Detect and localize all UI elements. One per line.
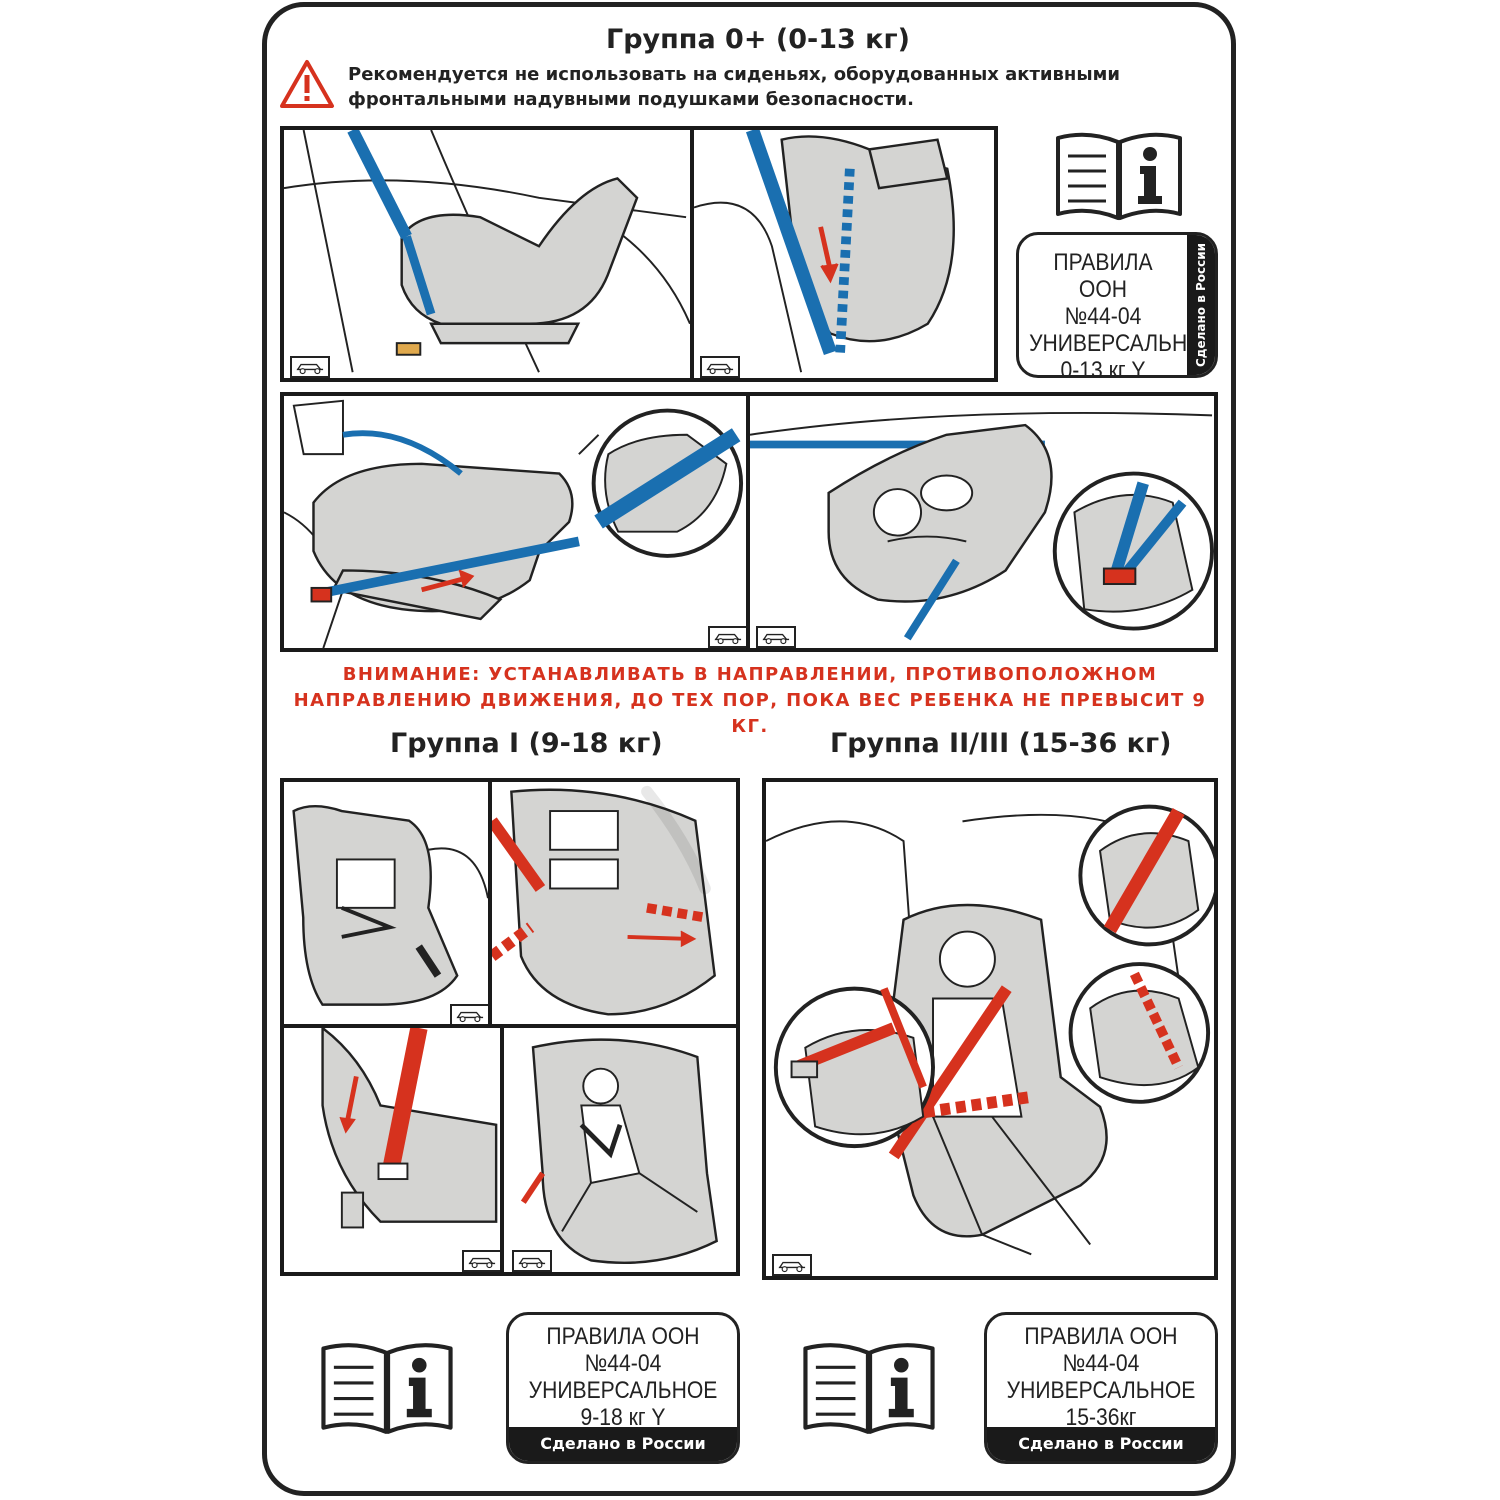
panel-group0-install-4 xyxy=(746,392,1218,652)
attention-line-2: НАПРАВЛЕНИЮ ДВИЖЕНИЯ, ДО ТЕХ ПОР, ПОКА В… xyxy=(293,690,1207,737)
label-line-1: ПРАВИЛА ООН xyxy=(1024,1323,1178,1350)
certification-label-group23: ПРАВИЛА ООН №44-04 УНИВЕРСАЛЬНОЕ 15-36кг… xyxy=(984,1312,1218,1464)
car-direction-icon xyxy=(772,1254,812,1276)
group1-title: Группа I (9-18 кг) xyxy=(390,728,663,759)
panel-group0-install-1 xyxy=(280,126,694,382)
info-book-icon xyxy=(1056,132,1182,220)
label-line-3: УНИВЕРСАЛЬНОЕ xyxy=(1006,1377,1196,1404)
label-line-2: №44-04 xyxy=(1064,303,1142,330)
car-direction-icon xyxy=(450,1004,488,1024)
label-line-4: 0-13 кг Y xyxy=(1060,357,1146,378)
label-line-4: 15-36кг xyxy=(1065,1404,1137,1431)
info-book-icon xyxy=(803,1343,935,1434)
car-direction-icon xyxy=(708,626,746,648)
warning-icon xyxy=(280,60,334,108)
panel-group0-install-2 xyxy=(690,126,998,382)
attention-line-1: ВНИМАНИЕ: УСТАНАВЛИВАТЬ В НАПРАВЛЕНИИ, П… xyxy=(342,664,1158,685)
group0-title: Группа 0+ (0-13 кг) xyxy=(606,24,910,55)
panel-group1-install-2 xyxy=(488,778,740,1028)
label-line-4: 9-18 кг Y xyxy=(580,1404,666,1431)
panel-group1-install-4 xyxy=(500,1024,740,1276)
car-direction-icon xyxy=(512,1250,552,1272)
panel-group1-install-1 xyxy=(280,778,492,1028)
panel-group0-install-3 xyxy=(280,392,750,652)
panel-group23-install xyxy=(762,778,1218,1280)
attention-notice: ВНИМАНИЕ: УСТАНАВЛИВАТЬ В НАПРАВЛЕНИИ, П… xyxy=(290,662,1210,740)
warning-text: Рекомендуется не использовать на сиденья… xyxy=(348,62,1120,112)
made-in-russia-badge: Сделано в России xyxy=(509,1427,737,1461)
info-book-icon xyxy=(321,1343,453,1434)
certification-label-group0: ПРАВИЛА ООН №44-04 УНИВЕРСАЛЬНОЕ 0-13 кг… xyxy=(1016,232,1218,378)
car-direction-icon xyxy=(290,356,330,378)
car-direction-icon xyxy=(700,356,740,378)
warning-line-1: Рекомендуется не использовать на сиденья… xyxy=(348,64,1120,85)
label-line-2: №44-04 xyxy=(584,1350,662,1377)
warning-line-2: фронтальными надувными подушками безопас… xyxy=(348,89,914,110)
panel-group1-install-3 xyxy=(280,1024,504,1276)
label-line-3: УНИВЕРСАЛЬНОЕ xyxy=(1029,330,1218,357)
label-line-3: УНИВЕРСАЛЬНОЕ xyxy=(528,1377,718,1404)
group23-title: Группа II/III (15-36 кг) xyxy=(830,728,1172,759)
certification-label-group1: ПРАВИЛА ООН №44-04 УНИВЕРСАЛЬНОЕ 9-18 кг… xyxy=(506,1312,740,1464)
car-direction-icon xyxy=(756,626,796,648)
made-in-russia-badge: Сделано в России xyxy=(1187,235,1215,375)
car-direction-icon xyxy=(462,1250,500,1272)
made-in-russia-badge: Сделано в России xyxy=(987,1427,1215,1461)
label-line-2: №44-04 xyxy=(1062,1350,1140,1377)
label-line-1: ПРАВИЛА ООН xyxy=(1053,249,1153,303)
label-line-1: ПРАВИЛА ООН xyxy=(546,1323,700,1350)
